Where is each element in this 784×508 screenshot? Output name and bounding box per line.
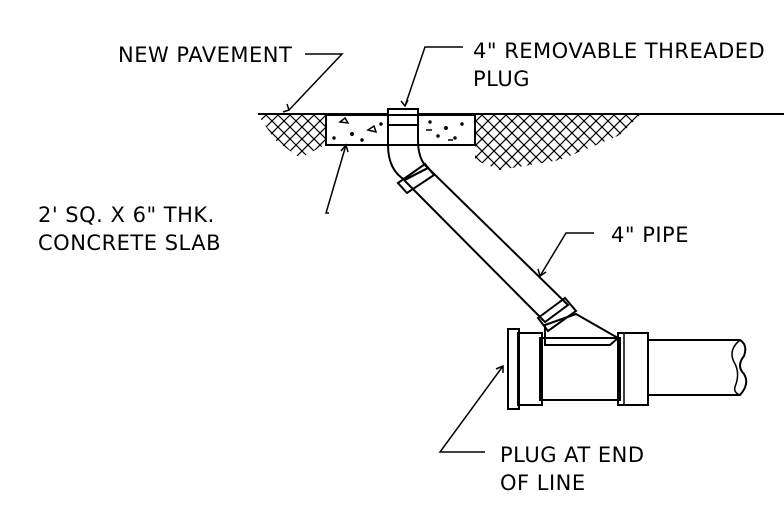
hatch-line: [734, 115, 784, 175]
label-pipe: 4" PIPE: [611, 223, 689, 247]
hatch-line: [625, 115, 640, 170]
sloped-pipe: [396, 162, 578, 333]
hatch-line: [62, 115, 122, 175]
hatch-line: [194, 115, 254, 175]
hatch-line: [170, 115, 230, 175]
hatch-line: [662, 115, 722, 175]
hatch-line: [493, 115, 555, 170]
label-threaded-plug-line2: PLUG: [473, 67, 530, 91]
hatch-line: [601, 115, 640, 170]
hatch-line: [698, 115, 758, 175]
hatch-line: [650, 115, 710, 175]
hatch-line: [146, 115, 206, 175]
hatch-line: [258, 115, 267, 170]
hatch-line: [710, 115, 770, 175]
label-new-pavement: NEW PAVEMENT: [118, 43, 292, 67]
hatch-line: [722, 115, 782, 175]
hatch-line: [86, 115, 146, 175]
hatch-line: [589, 115, 640, 170]
hatch-line: [674, 115, 734, 175]
hatch-line: [194, 115, 254, 175]
label-end-plug-line2: OF LINE: [500, 471, 586, 495]
hatch-line: [258, 115, 279, 170]
label-threaded-plug-line1: 4" REMOVABLE THREADED: [473, 39, 765, 63]
hatch-line: [134, 115, 194, 175]
hatch-line: [146, 115, 206, 175]
hatch-line: [637, 115, 640, 170]
hatch-line: [50, 115, 110, 175]
hatch-line: [258, 115, 315, 170]
hatch-line: [686, 115, 746, 175]
hatch-line: [613, 115, 640, 170]
label-slab-line2: CONCRETE SLAB: [38, 231, 221, 255]
hatch-line: [722, 115, 782, 175]
hatch-line: [122, 115, 182, 175]
hatch-line: [698, 115, 758, 175]
hatch-line: [710, 115, 770, 175]
hatch-line: [50, 115, 110, 175]
hatch-line: [110, 115, 170, 175]
wye-fitting: [507, 312, 649, 410]
hatch-line: [134, 115, 194, 175]
main-line-pipe: [647, 339, 748, 396]
hatch-line: [158, 115, 218, 175]
hatch-line: [170, 115, 230, 175]
hatch-line: [258, 115, 267, 170]
hatch-line: [98, 115, 158, 175]
hatch-line: [517, 115, 579, 170]
leaders: [282, 46, 594, 453]
hatch-line: [182, 115, 242, 175]
hatch-line: [746, 115, 784, 175]
hatch-line: [637, 115, 640, 170]
hatch-line: [74, 115, 134, 175]
label-slab-line1: 2' SQ. X 6" THK.: [38, 203, 215, 227]
hatch-line: [686, 115, 746, 175]
hatch-line: [62, 115, 122, 175]
hatch-line: [734, 115, 784, 175]
hatch-line: [650, 115, 710, 175]
hatch-line: [481, 115, 543, 170]
hatch-line: [746, 115, 784, 175]
hatch-line: [98, 115, 158, 175]
hatch-line: [86, 115, 146, 175]
hatch-line: [625, 115, 640, 170]
concrete-stipple: [332, 116, 464, 142]
hatch-line: [182, 115, 242, 175]
label-end-plug-line1: PLUG AT END: [500, 443, 645, 467]
hatch-line: [674, 115, 734, 175]
hatch-line: [258, 115, 291, 170]
hatch-line: [662, 115, 722, 175]
hatch-line: [122, 115, 182, 175]
hatch-line: [74, 115, 134, 175]
hatch-line: [505, 115, 567, 170]
hatch-line: [158, 115, 218, 175]
hatch-line: [258, 115, 303, 170]
removable-threaded-plug: [387, 108, 419, 126]
hatch-line: [110, 115, 170, 175]
